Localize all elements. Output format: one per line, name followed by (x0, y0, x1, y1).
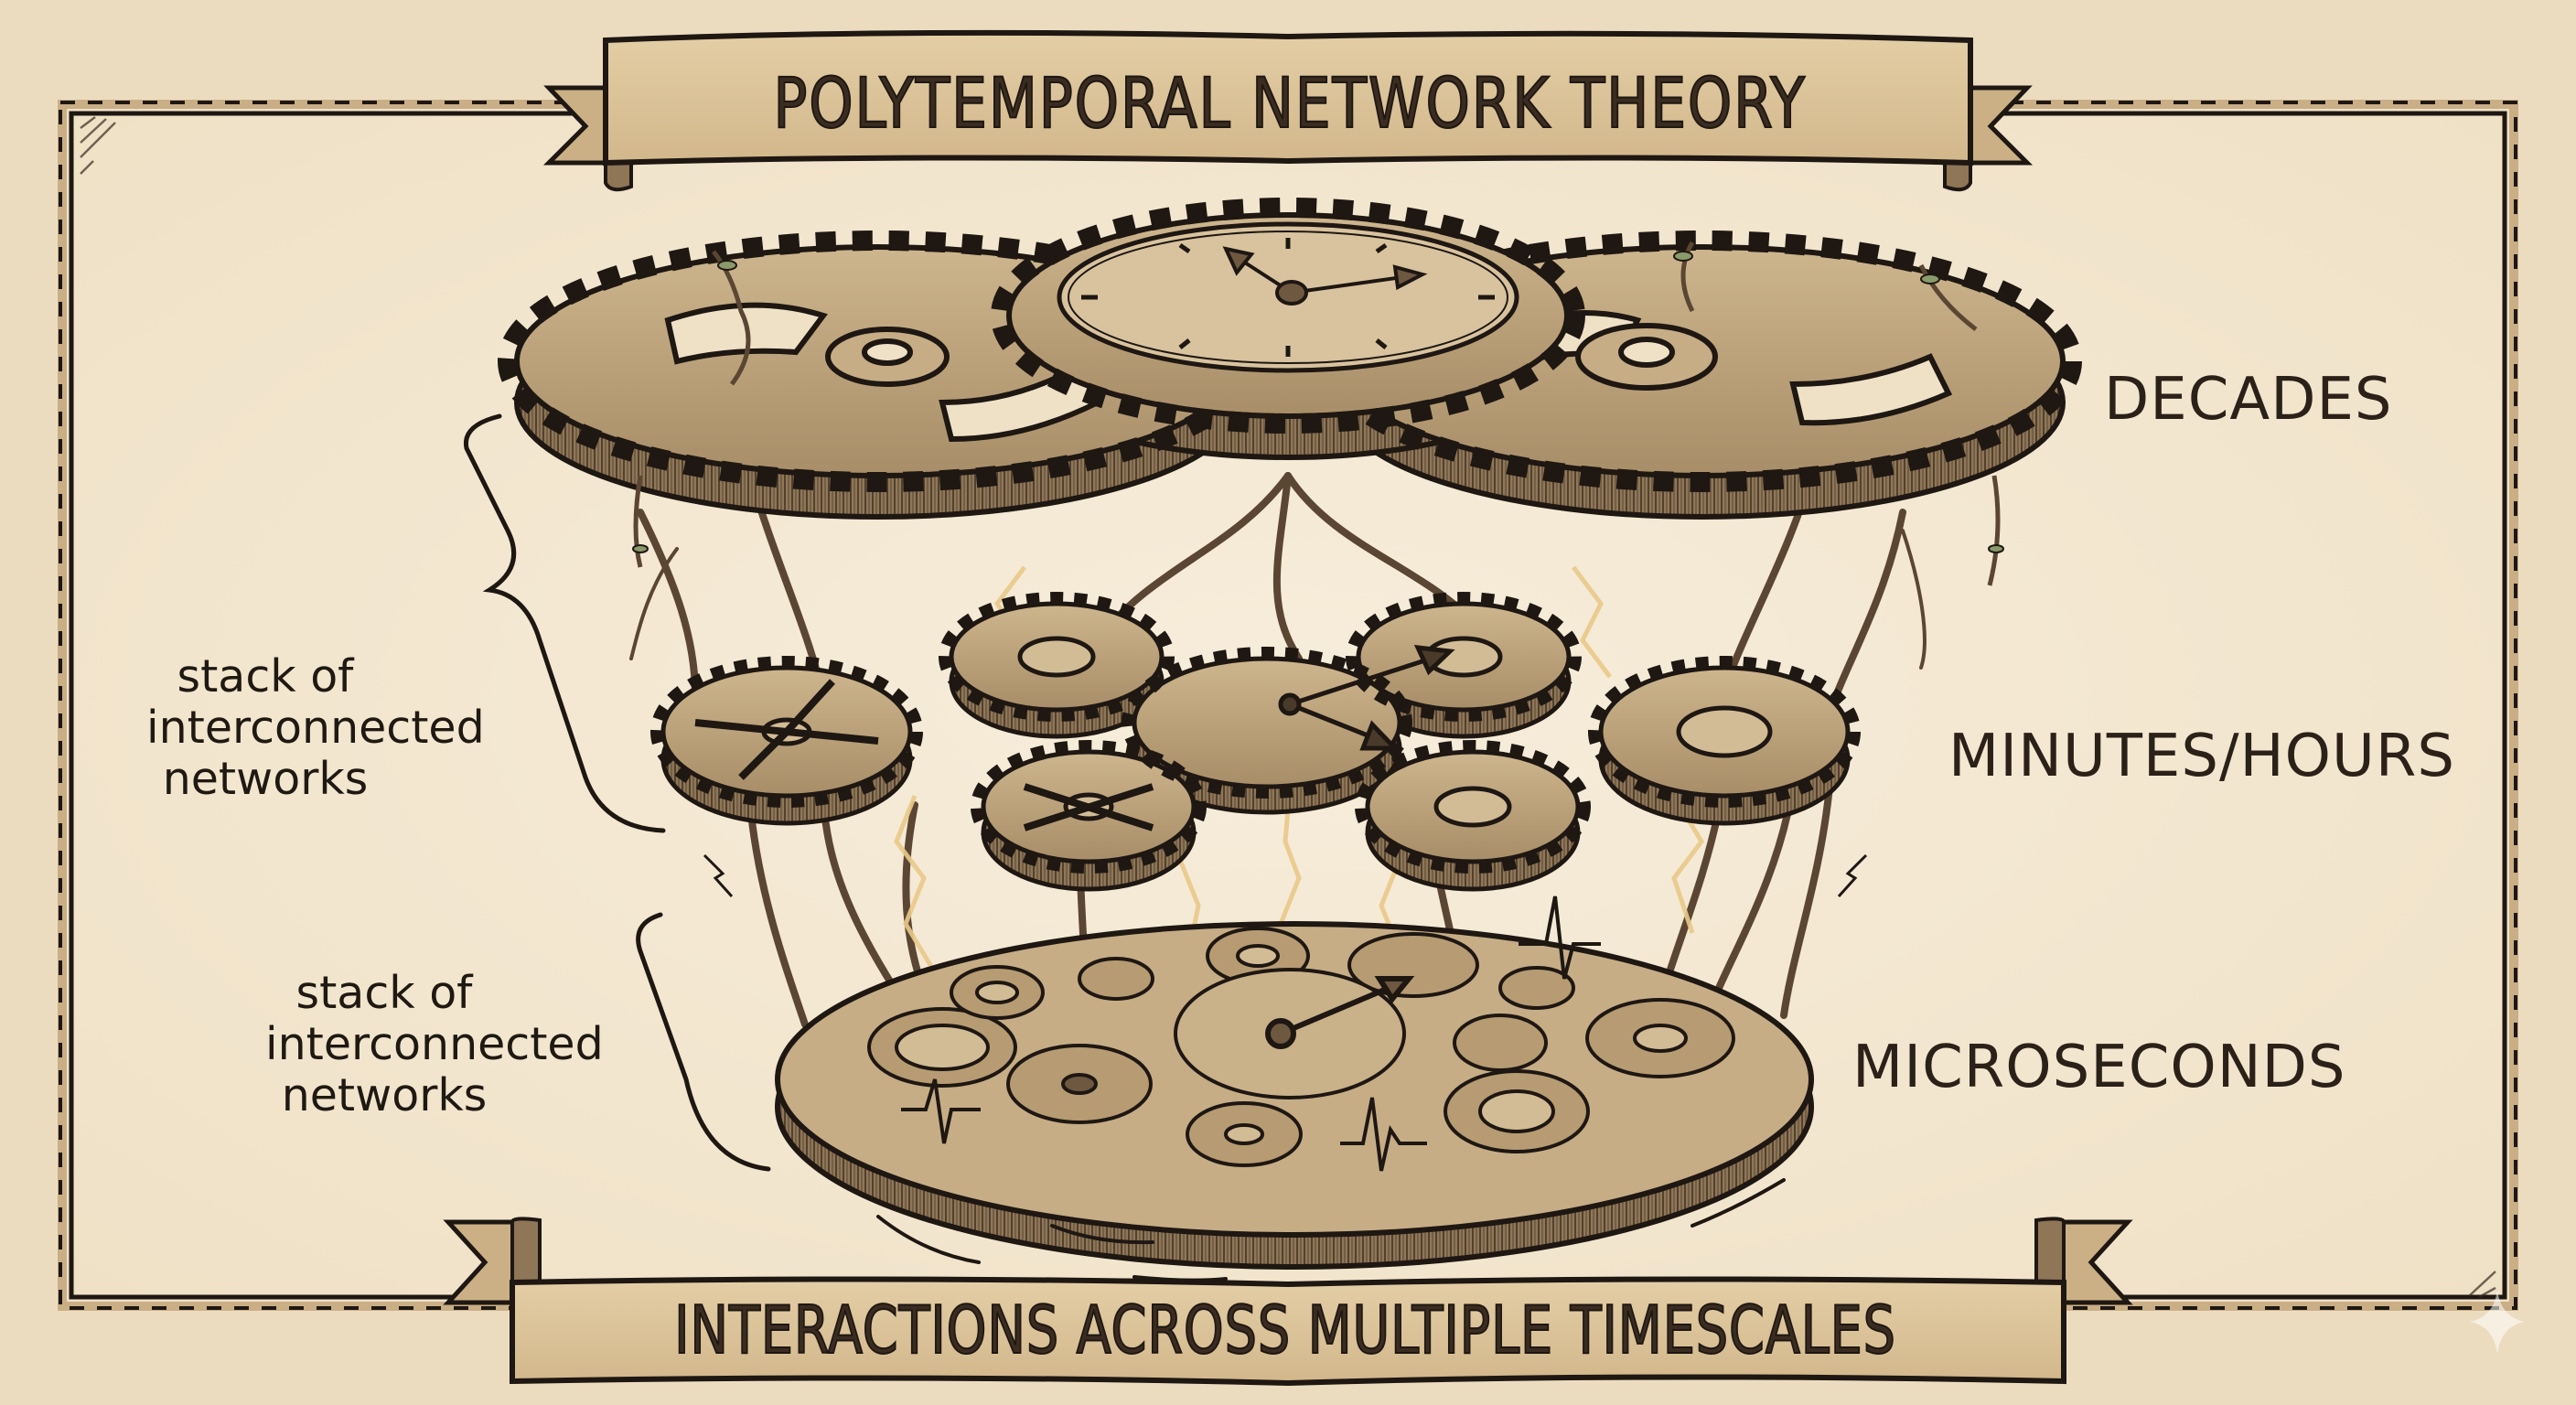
microseconds-layer (775, 896, 1814, 1282)
minutes-hours-layer (650, 592, 1861, 892)
bracket-lower (636, 912, 771, 1172)
label-minutes-hours: MINUTES/HOURS (1948, 723, 2455, 790)
annotation-upper-line-3: networks (162, 753, 369, 805)
sparkle-watermark-icon (2470, 1290, 2525, 1354)
annotation-lower-line-3: networks (281, 1069, 488, 1121)
diagram-subtitle: INTERACTIONS ACROSS MULTIPLE TIMESCALES (673, 1291, 1896, 1369)
subtitle-ribbon (443, 1217, 2133, 1387)
annotation-lower: stack of interconnected networks (265, 967, 604, 1121)
clock-ticks (1081, 238, 1495, 357)
motion-lines (876, 1178, 1786, 1282)
annotation-brackets (463, 413, 771, 1172)
annotation-lower-line-2: interconnected (265, 1018, 604, 1070)
middle-clock-hands (1278, 645, 1455, 751)
title-ribbon (542, 29, 2034, 192)
diagram-title: POLYTEMPORAL NETWORK THEORY (772, 61, 1807, 145)
spark-bursts (703, 853, 1868, 898)
annotation-upper: stack of interconnected networks (146, 650, 485, 805)
label-microseconds: MICROSECONDS (1852, 1034, 2346, 1101)
decades-clock-hands (1222, 246, 1428, 306)
bracket-upper (463, 413, 666, 833)
annotation-upper-line-2: interconnected (146, 702, 485, 754)
micro-clock-hand (1265, 976, 1415, 1049)
annotation-lower-line-1: stack of (295, 967, 473, 1019)
pulse-signal-icons (901, 896, 1601, 1172)
annotation-upper-line-1: stack of (177, 650, 354, 702)
decades-layer (498, 198, 2082, 586)
label-decades: DECADES (2104, 366, 2393, 434)
